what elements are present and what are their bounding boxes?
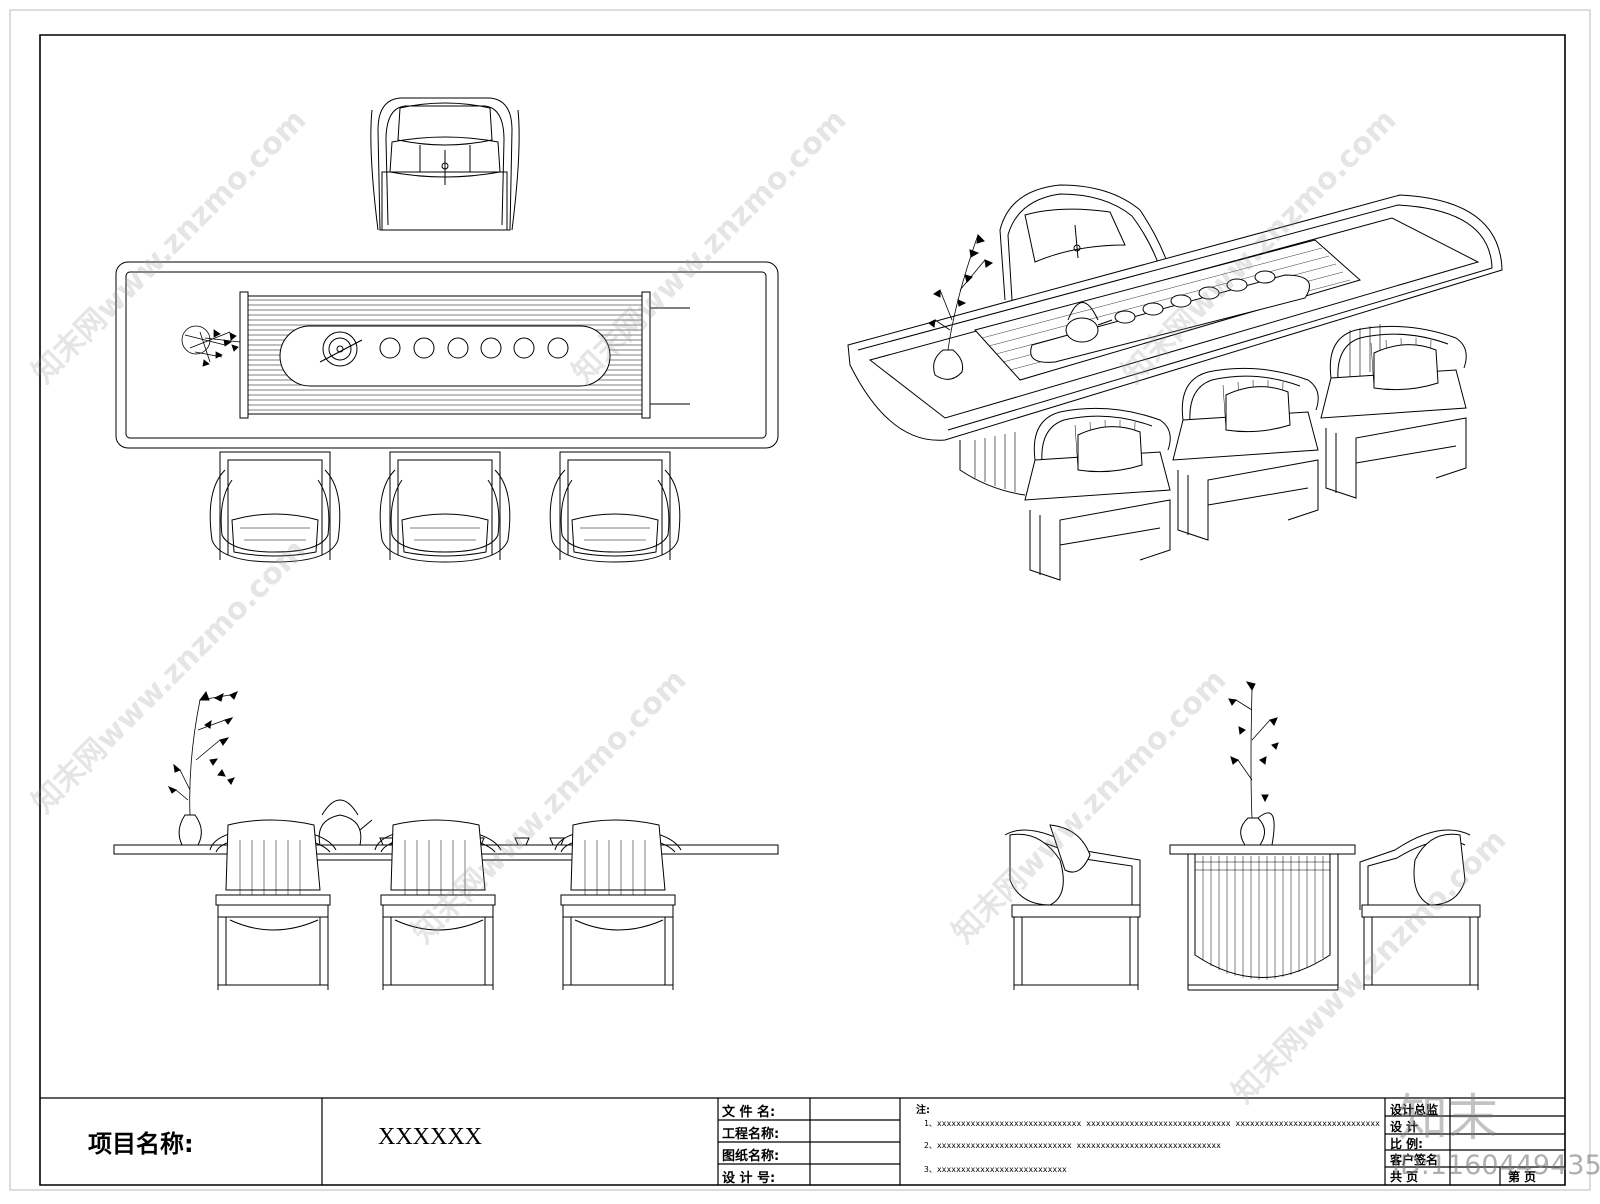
field-design-number: 设 计 号: — [722, 1171, 776, 1186]
persp-vase-plant — [929, 235, 992, 379]
outer-border — [10, 10, 1590, 1190]
plan-chair-1 — [210, 452, 340, 562]
project-name-label: 项目名称: — [88, 1130, 194, 1158]
persp-chair-1 — [1025, 408, 1170, 580]
field-page-number: 第 页 — [1508, 1170, 1537, 1184]
side-chair-right — [1360, 830, 1480, 990]
watermark-logo: 知末 — [1398, 1089, 1498, 1147]
note-2: 2、xxxxxxxxxxxxxxxxxxxxxxxxxxxx xxxxxxxxx… — [924, 1141, 1221, 1150]
field-designer: 设 计 — [1390, 1120, 1419, 1134]
front-plant — [169, 692, 237, 845]
note-3: 3、xxxxxxxxxxxxxxxxxxxxxxxxxxx — [924, 1165, 1067, 1174]
field-scale: 比 例: — [1390, 1137, 1423, 1151]
plan-chair-2 — [380, 452, 510, 562]
watermark-id: ID:1160449435 — [1392, 1150, 1600, 1181]
side-chair-left — [1005, 825, 1140, 990]
field-file-name: 文 件 名: — [722, 1105, 776, 1120]
persp-back-chair — [1000, 185, 1170, 300]
plan-table-outer — [116, 262, 778, 448]
plan-chair-3 — [550, 452, 680, 562]
persp-teapot — [1066, 303, 1112, 343]
plan-tea-cups — [380, 338, 568, 358]
persp-chair-2 — [1173, 368, 1318, 540]
persp-tea-tray — [1031, 275, 1310, 362]
field-project-title: 工程名称: — [722, 1127, 780, 1142]
persp-tea-cups — [1115, 271, 1275, 323]
persp-chair-3 — [1321, 326, 1466, 498]
plan-bottom-chairs — [210, 452, 680, 562]
front-chair-3 — [555, 820, 681, 990]
field-client-signature: 客户签名 — [1390, 1153, 1439, 1167]
inner-border — [40, 35, 1565, 1185]
front-chair-2 — [375, 820, 501, 990]
field-drawing-name: 图纸名称: — [722, 1149, 780, 1164]
front-chair-1 — [210, 820, 336, 990]
notes-label: 注: — [916, 1105, 930, 1116]
front-teapot — [319, 800, 372, 845]
side-elevation — [1005, 682, 1480, 990]
persp-table-base — [960, 324, 1380, 495]
note-1: 1、xxxxxxxxxxxxxxxxxxxxxxxxxxxxxx xxxxxxx… — [924, 1119, 1380, 1128]
field-total-pages: 共 页 — [1390, 1170, 1419, 1184]
plan-top-chair — [371, 98, 519, 230]
project-name-value: XXXXXX — [378, 1124, 482, 1150]
plan-table-inner — [126, 272, 766, 438]
plan-plant — [182, 326, 240, 366]
plan-teapot — [323, 332, 357, 366]
title-block-lines — [40, 1098, 1565, 1185]
field-design-director: 设计总监 — [1390, 1103, 1439, 1117]
perspective-view — [848, 185, 1502, 580]
front-elevation — [114, 692, 778, 990]
side-table — [1170, 682, 1355, 990]
plan-view — [116, 98, 778, 562]
